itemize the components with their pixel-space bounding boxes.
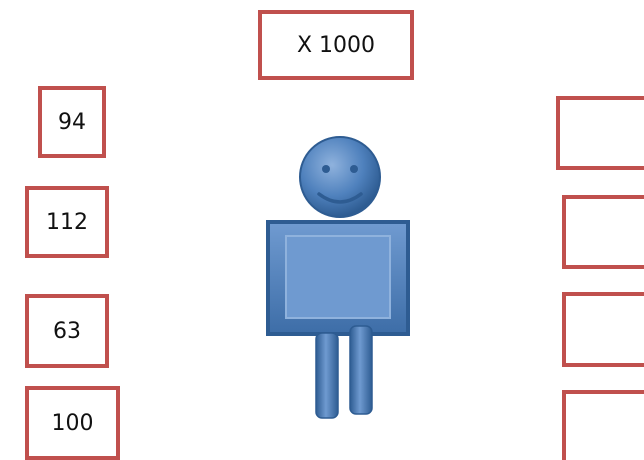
- output-box-2: [562, 195, 644, 269]
- multiplier-label: X 1000: [297, 33, 375, 58]
- input-value: 63: [53, 319, 81, 344]
- right-eye: [350, 165, 358, 173]
- output-box-1: [556, 96, 644, 170]
- output-box-3: [562, 292, 644, 367]
- input-value: 100: [52, 411, 94, 436]
- smiley-robot-icon: [262, 136, 414, 422]
- robot-legs: [316, 326, 372, 418]
- input-value: 112: [46, 210, 88, 235]
- output-box-4: [562, 390, 644, 460]
- robot-body: [266, 220, 410, 336]
- left-eye: [322, 165, 330, 173]
- multiplier-box: X 1000: [258, 10, 414, 80]
- input-box-3: 63: [25, 294, 109, 368]
- robot-head: [300, 137, 380, 217]
- input-box-4: 100: [25, 386, 120, 460]
- input-box-2: 112: [25, 186, 109, 258]
- input-value: 94: [58, 110, 86, 135]
- input-box-1: 94: [38, 86, 106, 158]
